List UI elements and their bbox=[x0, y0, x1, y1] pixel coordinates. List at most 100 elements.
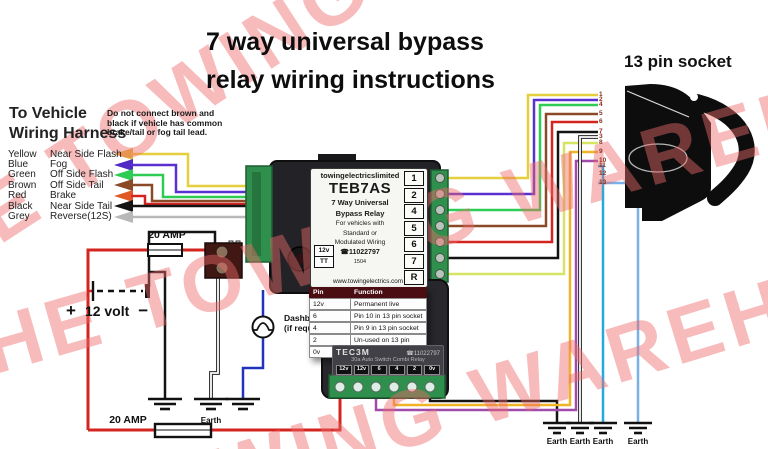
table-cell-pin: 4 bbox=[309, 322, 351, 334]
wire-blue-right bbox=[444, 98, 598, 196]
tec3m-terminal-labels: 12v 12v 6 4 2 0v bbox=[335, 365, 441, 375]
relay-code: 1504 bbox=[353, 258, 367, 265]
arrow-blue-icon bbox=[114, 159, 133, 171]
legend-function: Near Side Tail bbox=[50, 200, 113, 212]
socket-13pin-illustration bbox=[625, 84, 755, 221]
tec3m-desc: 30a Auto Switch Combi Relay bbox=[351, 357, 425, 363]
table-header-row: Pin Function bbox=[309, 287, 427, 298]
harness-heading-line2: Wiring Harness bbox=[9, 125, 127, 142]
socket-pin-number: 8 bbox=[599, 139, 603, 146]
wire-brown-left bbox=[131, 183, 252, 203]
legend-row: Green Off Side Flash bbox=[8, 169, 122, 181]
tec3m-terminal: 12v bbox=[353, 365, 370, 375]
fuse-bottom-icon bbox=[153, 422, 213, 439]
socket-pin-number: 2 bbox=[599, 96, 603, 103]
legend-function: Reverse(12S) bbox=[50, 211, 112, 223]
tec3m-terminal: 2 bbox=[406, 365, 423, 375]
wire-red-right bbox=[444, 120, 598, 244]
relay-logo-top: 12v bbox=[314, 245, 334, 257]
warning-line: Do not connect brown and bbox=[107, 108, 215, 118]
relay-website: www.towingelectrics.com bbox=[333, 278, 403, 285]
relay-pin: 5 bbox=[404, 220, 424, 236]
battery-symbol bbox=[91, 281, 150, 301]
wire-cyan-pin11 bbox=[598, 164, 605, 423]
tec3m-terminal: 6 bbox=[371, 365, 387, 375]
fuse-bottom-label: 20 AMP bbox=[109, 414, 147, 426]
earth-label: Earth bbox=[627, 437, 649, 446]
wire-black-battery-relay bbox=[147, 230, 217, 287]
legend-color: Red bbox=[8, 190, 27, 202]
table-cell-pin: 6 bbox=[309, 310, 351, 322]
dashboard-light-line2: (if required) bbox=[284, 323, 332, 333]
legend-function: Near Side Flash bbox=[50, 148, 122, 160]
socket-pin-number: 13 bbox=[599, 179, 607, 186]
wire-red-bottom2 bbox=[211, 396, 342, 432]
socket-pin-number: 1 bbox=[599, 91, 603, 98]
legend-function: Off Side Flash bbox=[50, 169, 114, 181]
relay-phone: ☎11022797 bbox=[340, 248, 380, 256]
tec3m-model: TEC3M bbox=[336, 347, 370, 357]
legend-color: Grey bbox=[8, 211, 30, 223]
wire-blue-left bbox=[131, 163, 252, 194]
table-cell-pin: 2 bbox=[309, 334, 351, 346]
socket-pin-number: 3 bbox=[599, 133, 603, 140]
warning-line: black if vehicle has common bbox=[107, 117, 223, 128]
legend-color: Black bbox=[8, 200, 33, 212]
relay-brand: towingelectricslimited bbox=[320, 171, 400, 180]
relay-pin: 2 bbox=[404, 187, 424, 203]
table-cell-pin: 12v bbox=[309, 298, 351, 310]
relay-to-socket-wires bbox=[374, 93, 640, 423]
tec3m-terminal: 12v bbox=[335, 365, 352, 375]
legend-function: Off Side Tail bbox=[50, 179, 104, 191]
earth-symbol bbox=[624, 421, 652, 435]
tec3m-label-row1: TEC3M ☎11022797 bbox=[336, 347, 440, 357]
table-cell-function: Pin 9 in 13 pin socket bbox=[351, 322, 427, 334]
battery-minus-sign: − bbox=[138, 301, 149, 320]
socket-pin-number: 10 bbox=[599, 157, 607, 164]
table-cell-function: Pin 10 in 13 pin socket bbox=[351, 310, 427, 322]
tec3m-phone: ☎11022797 bbox=[406, 351, 440, 357]
relay-pin: 6 bbox=[404, 237, 424, 252]
arrow-black-icon bbox=[114, 200, 133, 212]
table-header-pin: Pin bbox=[309, 287, 351, 298]
wire-black-battery-earth bbox=[149, 270, 167, 399]
relay-subtitle1: 7 Way Universal bbox=[331, 198, 389, 207]
wire-white-pin3 bbox=[579, 136, 598, 423]
legend-color: Green bbox=[8, 169, 36, 181]
relay-desc2: Standard or bbox=[343, 229, 377, 237]
relay-subtitle2: Bypass Relay bbox=[335, 209, 385, 218]
legend-color: Blue bbox=[8, 159, 29, 171]
harness-wires bbox=[114, 148, 252, 223]
earth-label: Earth bbox=[546, 437, 568, 446]
earth-symbol bbox=[566, 421, 594, 435]
dashboard-light-icon bbox=[251, 315, 275, 339]
battery-voltage: 12 volt bbox=[84, 303, 130, 319]
socket-pin-number: 5 bbox=[599, 110, 603, 117]
relay-pin: 4 bbox=[404, 204, 424, 219]
relay-desc3: Modulated Wiring bbox=[334, 239, 386, 246]
wire-red-battery bbox=[86, 248, 148, 430]
socket-pin-number: 11 bbox=[599, 162, 606, 169]
tec3m-terminal: 4 bbox=[389, 365, 405, 375]
socket-pin-number: 6 bbox=[599, 118, 603, 125]
wire-blue-dashlight-bottom bbox=[241, 338, 265, 399]
wire-green-right bbox=[444, 103, 598, 212]
earth-symbol bbox=[226, 397, 260, 411]
supply-wires bbox=[86, 230, 342, 432]
tec3m-terminal: 0v bbox=[424, 365, 441, 375]
arrow-brown-icon bbox=[114, 179, 133, 191]
tec3m-label-panel: TEC3M ☎11022797 30a Auto Switch Combi Re… bbox=[332, 345, 444, 376]
relay-pin: 7 bbox=[404, 253, 424, 269]
socket-pin-number: 12 bbox=[599, 170, 607, 177]
socket-pin-number: 4 bbox=[599, 101, 603, 108]
earth-symbol bbox=[589, 421, 617, 435]
wire-brown-right bbox=[444, 112, 598, 228]
socket-pin-number: 9 bbox=[599, 148, 603, 155]
wire-magenta-pin10 bbox=[374, 159, 598, 412]
page-title-line1: 7 way universal bypass bbox=[206, 28, 484, 56]
relay-logo-bottom: TT bbox=[314, 257, 334, 268]
